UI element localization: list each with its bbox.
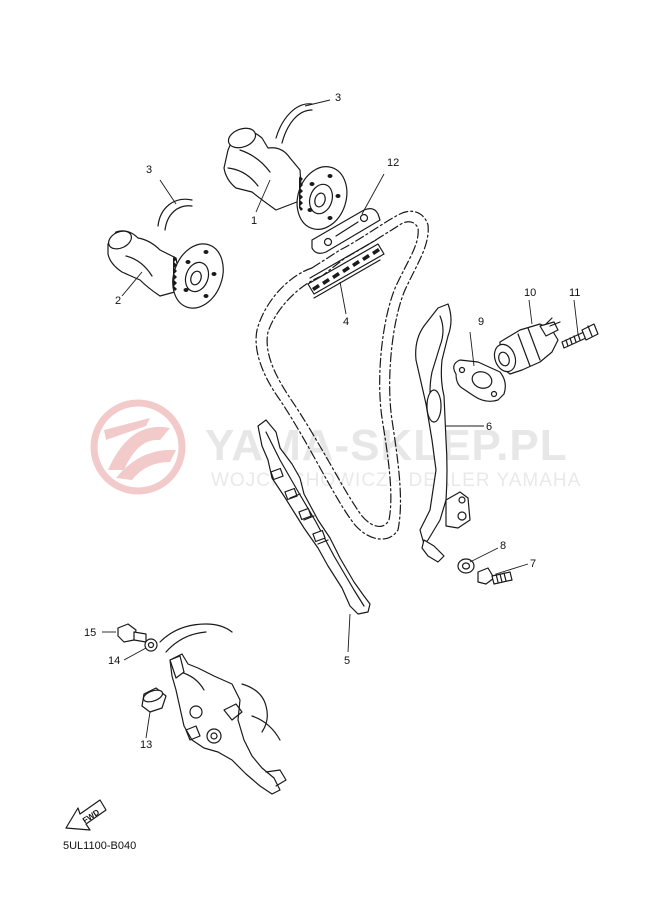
part-9-gasket — [453, 359, 506, 402]
fwd-arrow-icon: FWD — [65, 799, 107, 831]
callout-2: 2 — [115, 295, 121, 307]
part-13-plug — [141, 687, 167, 713]
watermark-subtitle: WOJCIECHOWICZ - DEALER YAMAHA — [211, 470, 581, 491]
part-3-upper-clip — [275, 103, 313, 144]
callout-14: 14 — [108, 655, 120, 667]
timing-chain-loop — [255, 210, 429, 540]
cylinder-head-outline — [159, 623, 287, 795]
callout-8: 8 — [500, 540, 506, 552]
part-8-washer — [457, 558, 475, 574]
part-5-chain-guide — [257, 419, 371, 615]
part-3-lower-clip — [157, 198, 193, 231]
callout-6: 6 — [486, 421, 492, 433]
part-7-bolt — [477, 567, 513, 585]
part-2-camshaft — [107, 230, 224, 309]
watermark-logo — [90, 399, 186, 495]
part-4-chain-segment — [307, 239, 385, 299]
callout-3-upper: 3 — [335, 92, 341, 104]
callout-labels: 3 1 3 2 12 4 9 10 11 6 8 7 5 15 14 13 — [84, 92, 580, 751]
callout-13: 13 — [140, 739, 152, 751]
callout-10: 10 — [524, 287, 536, 299]
diagram-code: 5UL1100-B040 — [63, 840, 136, 852]
callout-5: 5 — [344, 655, 350, 667]
part-11-bolt — [561, 323, 599, 349]
part-1-camshaft — [223, 127, 348, 230]
leader-lines — [102, 99, 579, 739]
part-15-bolt — [117, 623, 147, 643]
callout-15: 15 — [84, 627, 96, 639]
part-10-tensioner — [493, 317, 561, 375]
callout-11: 11 — [569, 287, 580, 299]
callout-4: 4 — [343, 316, 349, 328]
part-14-washer — [144, 638, 158, 652]
callout-12: 12 — [387, 157, 399, 169]
part-12-guide-plate — [311, 208, 381, 254]
callout-1: 1 — [251, 215, 257, 227]
part-6-tensioner-guide — [415, 303, 471, 563]
callout-9: 9 — [478, 316, 484, 328]
callout-3-lower: 3 — [146, 164, 152, 176]
callout-7: 7 — [530, 558, 536, 570]
